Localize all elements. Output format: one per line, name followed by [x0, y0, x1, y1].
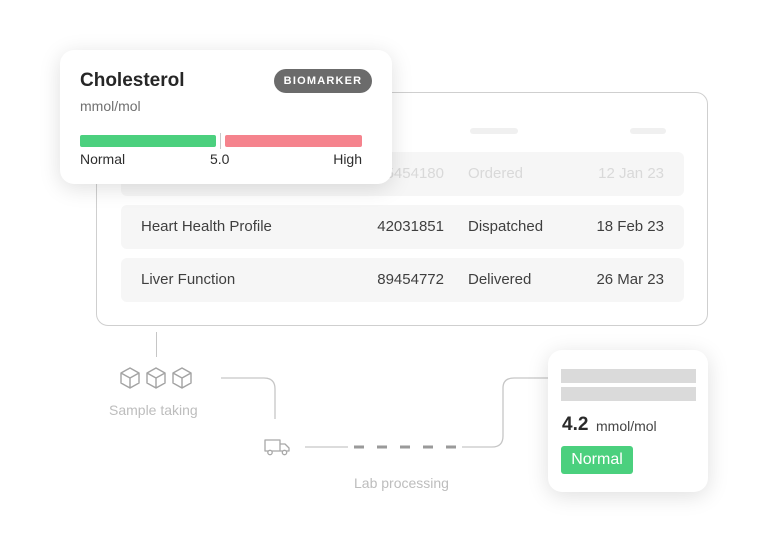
truck-icon	[264, 439, 290, 456]
threshold-marker	[220, 133, 221, 149]
order-id: 42031851	[377, 218, 444, 235]
order-date: 12 Jan 23	[598, 165, 664, 182]
high-range-bar	[225, 135, 362, 147]
order-status: Dispatched	[468, 218, 544, 235]
threshold-label: 5.0	[210, 151, 230, 167]
test-name: Liver Function	[141, 271, 236, 288]
order-id: 35454180	[377, 165, 444, 182]
normal-range-bar	[80, 135, 216, 147]
normal-range-label: Normal	[80, 151, 126, 167]
result-value: 4.2	[562, 414, 589, 435]
cube-icon	[172, 367, 192, 389]
text-placeholder-bar	[561, 369, 696, 383]
column-header-placeholder	[630, 128, 666, 134]
result-card: 4.2 mmol/mol Normal	[548, 350, 708, 492]
order-status: Ordered	[468, 165, 524, 182]
sample-taking-label: Sample taking	[109, 402, 198, 418]
cube-icon	[146, 367, 166, 389]
order-status: Delivered	[468, 271, 532, 288]
order-id: 89454772	[377, 271, 444, 288]
cholesterol-card: Cholesterol mmol/mol BIOMARKER Normal 5.…	[60, 50, 392, 184]
order-date: 26 Mar 23	[596, 271, 664, 288]
high-range-label: High	[333, 151, 362, 167]
biomarker-unit: mmol/mol	[80, 98, 141, 114]
biomarker-badge: BIOMARKER	[274, 69, 372, 93]
connector-line	[156, 332, 157, 357]
result-unit: mmol/mol	[596, 418, 657, 434]
lab-processing-label: Lab processing	[354, 475, 449, 491]
table-row[interactable]: Heart Health Profile 42031851 Dispatched…	[121, 205, 684, 249]
biomarker-title: Cholesterol	[80, 70, 185, 91]
result-status-badge: Normal	[561, 446, 633, 474]
text-placeholder-bar	[561, 387, 696, 401]
cube-icon	[120, 367, 140, 389]
order-date: 18 Feb 23	[596, 218, 664, 235]
test-name: Heart Health Profile	[141, 218, 272, 235]
table-row[interactable]: Liver Function 89454772 Delivered 26 Mar…	[121, 258, 684, 302]
column-header-placeholder	[470, 128, 518, 134]
